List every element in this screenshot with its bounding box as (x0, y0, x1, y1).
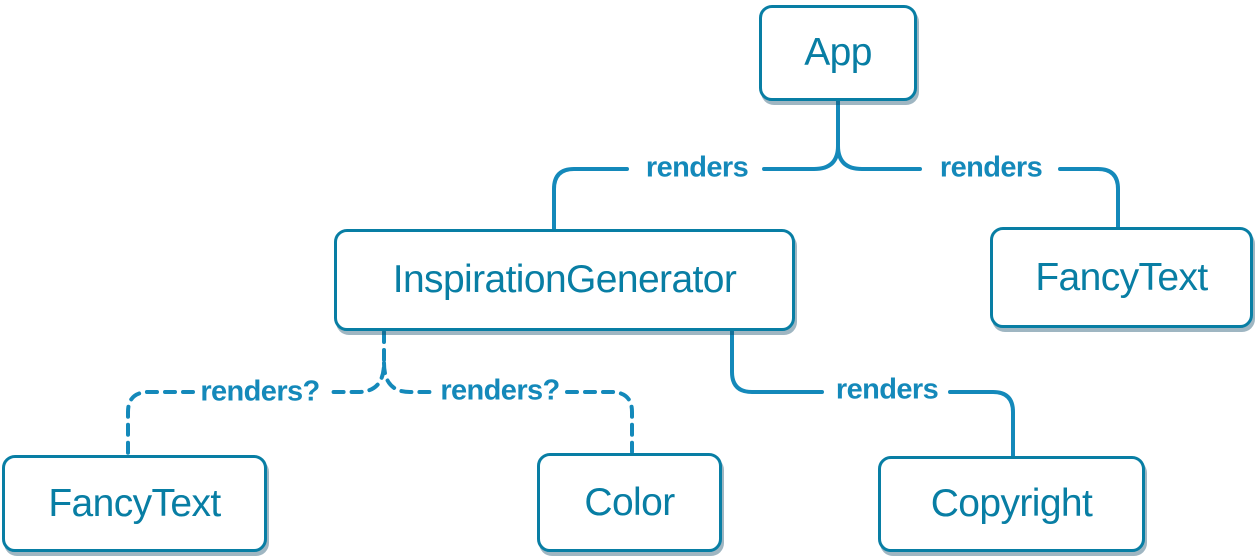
node-copyright: Copyright (878, 456, 1145, 552)
edge-dashed-fork-right (382, 361, 435, 394)
node-inspiration-generator: InspirationGenerator (334, 229, 795, 331)
edge-app-to-inspirationgenerator-fork-left (762, 99, 840, 171)
edge-label-app-fancytext: renders (939, 151, 1043, 184)
edge-into-fancytext-top (1058, 167, 1120, 229)
edge-app-to-fancytext-fork-right (836, 144, 922, 171)
edge-label-inspirationgenerator-copyright: renders (835, 373, 939, 406)
node-inspiration-generator-label: InspirationGenerator (392, 258, 737, 301)
edge-dashed-into-color (565, 390, 634, 454)
edge-dashed-fork-left (328, 330, 386, 394)
node-color-label: Color (584, 480, 675, 524)
edge-label-inspirationgenerator-color: renders? (440, 374, 560, 407)
edge-label-app-inspirationgenerator: renders (645, 151, 749, 184)
edge-inspirationgenerator-to-copyright-stem (730, 329, 824, 394)
node-app: App (759, 5, 917, 101)
edge-into-copyright (948, 390, 1015, 458)
node-fancy-text-bottom: FancyText (2, 455, 267, 552)
node-app-label: App (804, 31, 872, 74)
node-color: Color (537, 453, 722, 552)
node-fancy-text-bottom-label: FancyText (48, 481, 221, 525)
edge-label-inspirationgenerator-fancytext: renders? (200, 375, 320, 408)
edge-dashed-into-fancytext-bottom (126, 390, 195, 457)
node-fancy-text-top: FancyText (990, 227, 1253, 328)
node-fancy-text-top-label: FancyText (1035, 255, 1208, 299)
node-copyright-label: Copyright (930, 482, 1093, 525)
edge-into-inspirationgenerator (552, 167, 629, 231)
